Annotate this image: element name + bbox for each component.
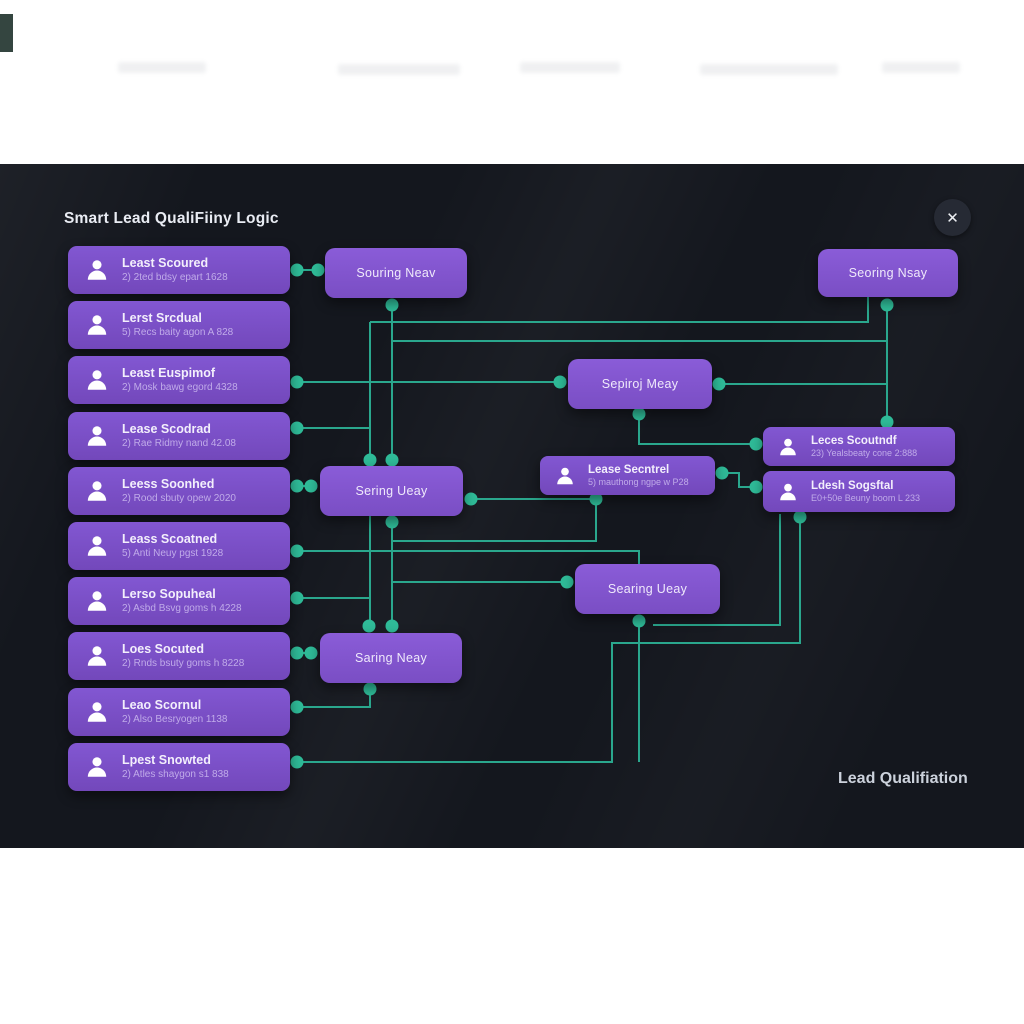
watermark-label: Lead Qualifiation: [838, 770, 968, 787]
print-artifact: [118, 62, 206, 73]
person-icon: [777, 481, 799, 503]
lead-node-subtitle: 2) Asbd Bsvg goms h 4228: [122, 602, 242, 614]
scoring-node-label: Sering Ueay: [355, 484, 428, 498]
lead-node-title: Loes Socuted: [122, 641, 204, 656]
person-icon: [84, 699, 110, 725]
scoring-node-label: Searing Ueay: [607, 582, 688, 596]
print-artifact: [338, 64, 460, 75]
person-icon: [84, 257, 110, 283]
lead-node-subtitle: 5) mauthong ngpe w P28: [588, 477, 689, 488]
scoring-node-s5[interactable]: Searing Ueay: [575, 564, 720, 614]
lead-node-subtitle: 2) Mosk bawg egord 4328: [122, 381, 238, 393]
scoring-node-label: Souring Neav: [356, 266, 436, 280]
lead-node-subtitle: 23) Yealsbeaty cone 2:888: [811, 448, 918, 459]
scoring-node-s6[interactable]: Saring Neay: [320, 633, 462, 683]
lead-node-title: Leess Soonhed: [122, 476, 215, 491]
lead-node-title: Lpest Snowted: [122, 752, 211, 767]
print-artifact: [700, 64, 838, 75]
lead-node-subtitle: 2) 2ted bdsy epart 1628: [122, 271, 228, 283]
person-icon: [84, 588, 110, 614]
scoring-node-s4[interactable]: Sering Ueay: [320, 466, 463, 516]
lead-node-subtitle: 2) Rae Ridmy nand 42.08: [122, 437, 236, 449]
lead-node-subtitle: E0+50e Beuny boom L 233: [811, 493, 921, 504]
print-artifact: [520, 62, 620, 73]
lead-node-title: Least Scoured: [122, 255, 209, 270]
lead-node-title: Lease Secntrel: [588, 463, 670, 476]
lead-node-subtitle: 2) Rnds bsuty goms h 8228: [122, 657, 245, 669]
person-icon: [84, 423, 110, 449]
scoring-node-s1[interactable]: Souring Neav: [325, 248, 467, 298]
close-icon: ✕: [946, 209, 959, 227]
person-icon: [84, 478, 110, 504]
lead-node-subtitle: 2) Also Besryogen 1138: [122, 713, 228, 725]
person-icon: [84, 533, 110, 559]
person-icon: [84, 312, 110, 338]
lead-node-subtitle: 2) Rood sbuty opew 2020: [122, 492, 236, 504]
person-icon: [84, 367, 110, 393]
scoring-node-label: Seoring Nsay: [848, 266, 928, 280]
lead-node-subtitle: 5) Anti Neuy pgst 1928: [122, 547, 224, 559]
person-icon: [554, 465, 576, 487]
scoring-node-label: Sepiroj Meay: [601, 377, 679, 391]
close-button[interactable]: ✕: [934, 199, 971, 236]
lead-node-title: Lerso Sopuheal: [122, 586, 216, 601]
lead-node-title: Ldesh Sogsftal: [811, 479, 894, 492]
person-icon: [777, 436, 799, 458]
lead-node-subtitle: 5) Recs baity agon A 828: [122, 326, 234, 338]
lead-node-title: Leces Scoutndf: [811, 434, 897, 447]
lead-node-title: Least Euspimof: [122, 365, 216, 380]
person-icon: [84, 754, 110, 780]
scoring-node-s3[interactable]: Sepiroj Meay: [568, 359, 712, 409]
print-artifact: [882, 62, 960, 73]
corner-artifact: [0, 14, 13, 52]
lead-node-title: Lerst Srcdual: [122, 310, 202, 325]
lead-node-title: Lease Scodrad: [122, 421, 211, 436]
lead-node-subtitle: 2) Atles shaygon s1 838: [122, 768, 229, 780]
scoring-node-s2[interactable]: Seoring Nsay: [818, 249, 958, 297]
scoring-node-label: Saring Neay: [354, 651, 428, 665]
lead-node-title: Leao Scornul: [122, 697, 202, 712]
person-icon: [84, 643, 110, 669]
lead-node-title: Leass Scoatned: [122, 531, 218, 546]
panel-title: Smart Lead QualiFiiny Logic: [64, 210, 279, 227]
